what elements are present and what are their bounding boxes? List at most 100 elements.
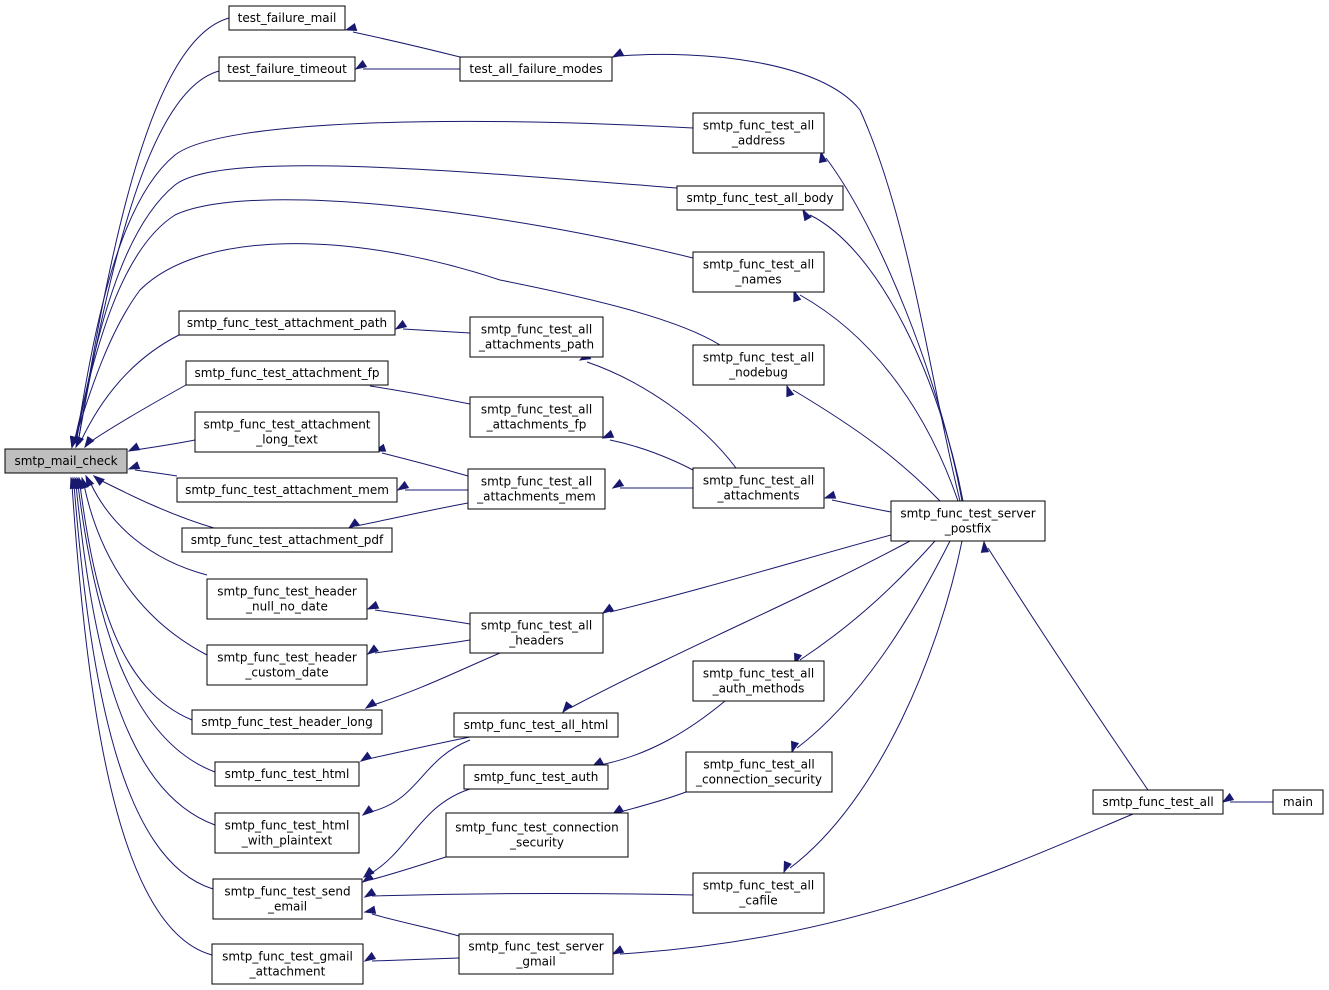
node-box[interactable]	[4, 448, 128, 474]
node-main[interactable]: main	[1272, 789, 1324, 815]
node-smtp_func_test_connection_security[interactable]: smtp_func_test_connection_security	[445, 812, 629, 858]
node-label: test_all_failure_modes	[469, 62, 602, 76]
node-smtp_func_test_attachment_mem[interactable]: smtp_func_test_attachment_mem	[176, 477, 398, 503]
node-label: _email	[267, 900, 307, 914]
edge-line	[77, 17, 230, 444]
edge-line	[599, 700, 726, 766]
edge-smtp_func_test_gmail_attachment-to-smtp_mail_check	[69, 476, 213, 956]
node-box[interactable]	[445, 812, 629, 858]
node-smtp_func_test_all_nodebug[interactable]: smtp_func_test_all_nodebug	[692, 344, 825, 386]
node-smtp_mail_check[interactable]: smtp_mail_check	[4, 448, 128, 474]
arrowhead	[611, 478, 625, 489]
node-smtp_func_test_attachment_fp[interactable]: smtp_func_test_attachment_fp	[185, 360, 389, 386]
node-box[interactable]	[676, 185, 844, 211]
node-smtp_func_test_all_names[interactable]: smtp_func_test_all_names	[692, 251, 825, 293]
node-box[interactable]	[206, 644, 368, 686]
arrowhead	[366, 600, 380, 610]
node-smtp_func_test_send_email[interactable]: smtp_func_test_send_email	[212, 878, 363, 920]
node-box[interactable]	[692, 872, 825, 914]
edge-line	[789, 540, 963, 869]
edge-line	[799, 294, 959, 502]
node-smtp_func_test_all_attachments_mem[interactable]: smtp_func_test_all_attachments_mem	[467, 468, 606, 510]
node-smtp_func_test_html_with_plaintext[interactable]: smtp_func_test_html_with_plaintext	[214, 812, 360, 854]
edge-test_failure_timeout-to-smtp_mail_check	[69, 70, 220, 449]
node-box[interactable]	[214, 812, 360, 854]
node-test_all_failure_modes[interactable]: test_all_failure_modes	[459, 56, 613, 82]
node-smtp_func_test_attachment_pdf[interactable]: smtp_func_test_attachment_pdf	[181, 527, 393, 553]
node-smtp_func_test_attachment_path[interactable]: smtp_func_test_attachment_path	[178, 310, 396, 336]
node-box[interactable]	[890, 500, 1046, 542]
node-label: smtp_func_test_connection	[455, 821, 618, 835]
arrowhead	[980, 540, 990, 553]
node-smtp_func_test_header_custom_date[interactable]: smtp_func_test_header_custom_date	[206, 644, 368, 686]
node-box[interactable]	[685, 751, 833, 793]
node-box[interactable]	[692, 344, 825, 386]
node-box[interactable]	[214, 761, 360, 787]
node-box[interactable]	[692, 467, 825, 509]
node-label: smtp_mail_check	[14, 454, 117, 468]
node-smtp_func_test_all_connection_security[interactable]: smtp_func_test_all_connection_security	[685, 751, 833, 793]
node-smtp_func_test_all_auth_methods[interactable]: smtp_func_test_all_auth_methods	[692, 660, 825, 702]
arrowhead	[363, 887, 377, 898]
node-smtp_func_test_all_body[interactable]: smtp_func_test_all_body	[676, 185, 844, 211]
node-box[interactable]	[181, 527, 393, 553]
node-test_failure_timeout[interactable]: test_failure_timeout	[218, 56, 356, 82]
node-smtp_func_test_all_attachments_path[interactable]: smtp_func_test_all_attachments_path	[469, 316, 604, 358]
edge-line	[355, 502, 469, 527]
edge-smtp_func_test_server_postfix-to-smtp_func_test_all_names	[793, 289, 959, 502]
node-label: _long_text	[255, 433, 318, 447]
node-smtp_func_test_auth[interactable]: smtp_func_test_auth	[463, 764, 609, 790]
node-box[interactable]	[1092, 789, 1224, 815]
node-box[interactable]	[459, 56, 613, 82]
arrowhead	[601, 429, 615, 439]
node-box[interactable]	[692, 251, 825, 293]
node-box[interactable]	[212, 878, 363, 920]
node-box[interactable]	[463, 764, 609, 790]
node-label: smtp_func_test_server	[468, 940, 603, 954]
node-box[interactable]	[467, 468, 606, 510]
node-smtp_func_test_all_cafile[interactable]: smtp_func_test_all_cafile	[692, 872, 825, 914]
node-smtp_func_test_all_attachments_fp[interactable]: smtp_func_test_all_attachments_fp	[469, 396, 604, 438]
node-box[interactable]	[1272, 789, 1324, 815]
node-smtp_func_test_attachment_long_text[interactable]: smtp_func_test_attachment_long_text	[194, 411, 380, 453]
edge-line	[586, 361, 737, 469]
edge-line	[367, 736, 471, 760]
node-smtp_func_test_all_attachments[interactable]: smtp_func_test_all_attachments	[692, 467, 825, 509]
node-smtp_func_test_server_postfix[interactable]: smtp_func_test_server_postfix	[890, 500, 1046, 542]
node-label: _attachments_fp	[486, 418, 587, 432]
node-label: _with_plaintext	[241, 834, 333, 848]
edge-smtp_func_test_server_gmail-to-smtp_func_test_gmail_attachment	[363, 951, 460, 962]
edge-line	[619, 791, 687, 813]
node-box[interactable]	[469, 396, 604, 438]
node-box[interactable]	[218, 56, 356, 82]
node-box[interactable]	[469, 612, 604, 654]
node-box[interactable]	[453, 712, 619, 738]
node-smtp_func_test_all_html[interactable]: smtp_func_test_all_html	[453, 712, 619, 738]
arrowhead	[69, 476, 78, 490]
node-label: smtp_func_test_gmail	[222, 950, 353, 964]
node-label: _headers	[508, 634, 564, 648]
node-smtp_func_test_all_headers[interactable]: smtp_func_test_all_headers	[469, 612, 604, 654]
node-label: smtp_func_test_all	[703, 474, 814, 488]
node-smtp_func_test_header_null_no_date[interactable]: smtp_func_test_header_null_no_date	[206, 578, 368, 620]
node-box[interactable]	[458, 933, 614, 975]
node-test_failure_mail[interactable]: test_failure_mail	[228, 5, 346, 31]
node-smtp_func_test_html[interactable]: smtp_func_test_html	[214, 761, 360, 787]
node-box[interactable]	[206, 578, 368, 620]
node-box[interactable]	[176, 477, 398, 503]
node-box[interactable]	[191, 709, 383, 735]
node-smtp_func_test_server_gmail[interactable]: smtp_func_test_server_gmail	[458, 933, 614, 975]
node-box[interactable]	[469, 316, 604, 358]
node-smtp_func_test_header_long[interactable]: smtp_func_test_header_long	[191, 709, 383, 735]
node-smtp_func_test_gmail_attachment[interactable]: smtp_func_test_gmail_attachment	[211, 943, 364, 985]
node-box[interactable]	[692, 660, 825, 702]
node-label: smtp_func_test_all	[703, 258, 814, 272]
node-box[interactable]	[211, 943, 364, 985]
node-box[interactable]	[692, 112, 825, 154]
node-smtp_func_test_all_address[interactable]: smtp_func_test_all_address	[692, 112, 825, 154]
node-box[interactable]	[185, 360, 389, 386]
node-smtp_func_test_all_main[interactable]: smtp_func_test_all	[1092, 789, 1224, 815]
node-box[interactable]	[178, 310, 396, 336]
node-box[interactable]	[194, 411, 380, 453]
node-box[interactable]	[228, 5, 346, 31]
